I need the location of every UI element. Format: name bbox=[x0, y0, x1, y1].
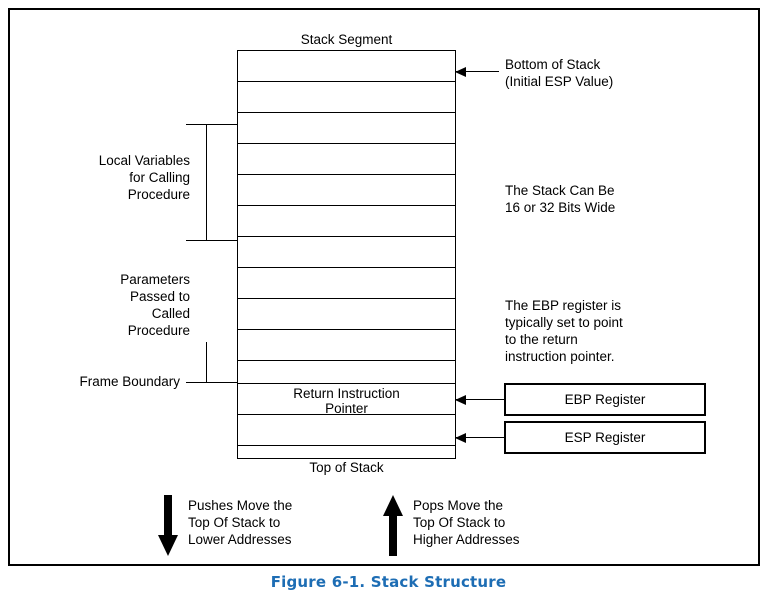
arrow-up-icon bbox=[382, 495, 404, 557]
stack-row-divider bbox=[237, 458, 456, 459]
local-variables-label: Local Variables for Calling Procedure bbox=[98, 153, 190, 202]
stack-row-divider bbox=[237, 50, 456, 51]
stack-row-divider bbox=[237, 174, 456, 175]
ebp-register-note: The EBP register is typically set to poi… bbox=[505, 298, 623, 364]
parameters-label: Parameters Passed to Called Procedure bbox=[120, 272, 190, 338]
stack-row-divider bbox=[237, 143, 456, 144]
stack-right-edge bbox=[455, 50, 456, 458]
bottom-of-stack-arrow bbox=[455, 67, 499, 77]
figure-border bbox=[8, 8, 760, 566]
stack-row-divider bbox=[237, 383, 456, 384]
bottom-of-stack-label: Bottom of Stack (Initial ESP Value) bbox=[505, 57, 614, 89]
figure-caption: Figure 6-1. Stack Structure bbox=[270, 573, 507, 591]
stack-row-divider bbox=[237, 267, 456, 268]
arrow-down-icon bbox=[157, 495, 179, 557]
esp-register-label: ESP Register bbox=[564, 429, 646, 445]
stack-left-edge bbox=[237, 50, 238, 458]
ebp-register-arrow bbox=[455, 395, 504, 405]
stack-cell-return-instruction-pointer: Return Instruction Pointer bbox=[293, 386, 400, 416]
stack-width-note: The Stack Can Be 16 or 32 Bits Wide bbox=[505, 183, 616, 215]
local-variables-bracket-stem bbox=[206, 124, 207, 240]
frame-boundary-label: Frame Boundary bbox=[79, 374, 180, 389]
stack-row-divider bbox=[237, 81, 456, 82]
stack-row-divider bbox=[237, 414, 456, 415]
parameters-bracket-stem bbox=[206, 342, 207, 382]
stack-row-divider bbox=[237, 298, 456, 299]
stack-row-divider bbox=[237, 329, 456, 330]
stack-row-divider bbox=[237, 112, 456, 113]
local-variables-bracket-bottom-tick bbox=[186, 240, 237, 241]
ebp-register-box[interactable]: EBP Register bbox=[504, 383, 706, 416]
stack-row-divider bbox=[237, 360, 456, 361]
legend-pops-text: Pops Move the Top Of Stack to Higher Add… bbox=[413, 498, 520, 547]
top-of-stack-label: Top of Stack bbox=[309, 460, 384, 475]
esp-register-box[interactable]: ESP Register bbox=[504, 421, 706, 454]
stack-row-divider bbox=[237, 205, 456, 206]
stack-row-divider bbox=[237, 236, 456, 237]
frame-boundary-tick bbox=[186, 382, 237, 383]
stack-row-divider bbox=[237, 445, 456, 446]
legend-pushes-text: Pushes Move the Top Of Stack to Lower Ad… bbox=[188, 498, 293, 547]
ebp-register-label: EBP Register bbox=[564, 391, 646, 407]
local-variables-bracket-top-tick bbox=[186, 124, 237, 125]
esp-register-arrow bbox=[455, 433, 504, 443]
stack-segment-title: Stack Segment bbox=[300, 32, 393, 47]
